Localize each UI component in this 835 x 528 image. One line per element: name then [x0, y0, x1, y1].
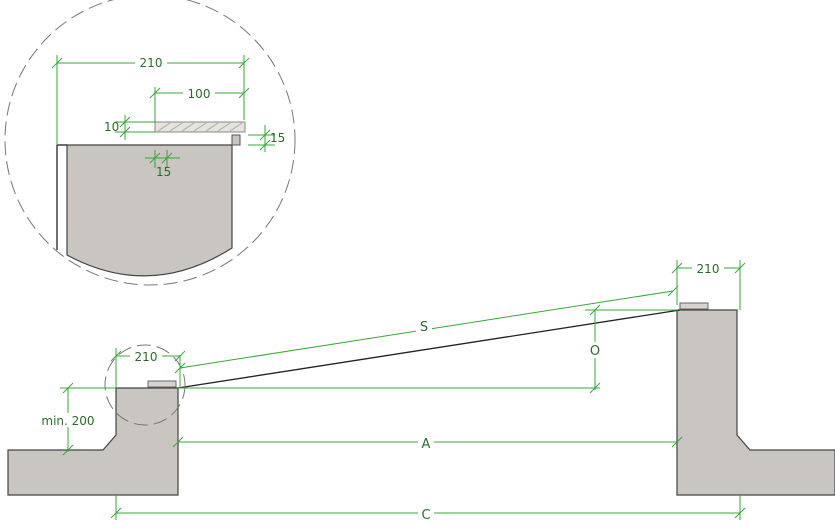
detail-dim-15-right: 15 — [270, 131, 285, 145]
label-o: O — [590, 344, 600, 359]
detail-dim-210: 210 — [140, 56, 163, 70]
label-c: C — [421, 508, 430, 523]
dim-210-left: 210 — [135, 350, 158, 364]
right-plate — [679, 302, 709, 310]
detail-support — [231, 134, 241, 146]
detail-marker-circle — [104, 344, 186, 426]
label-s: S — [420, 320, 428, 335]
dim-210-right: 210 — [697, 262, 720, 276]
detail-callout: 210 100 10 15 15 — [4, 0, 296, 286]
left-ground — [7, 387, 179, 496]
detail-concrete-block — [66, 144, 233, 277]
dim-min-200: min. 200 — [41, 414, 94, 428]
main-elevation: S O 210 210 min. 200 A — [7, 260, 835, 523]
left-plate — [147, 380, 177, 388]
ramp-line — [177, 309, 681, 389]
detail-dim-100: 100 — [188, 87, 211, 101]
right-ground — [676, 309, 835, 496]
detail-dim-15-bottom: 15 — [156, 165, 171, 179]
label-a: A — [422, 437, 431, 452]
detail-dim-10: 10 — [104, 120, 119, 134]
detail-circle — [4, 0, 296, 286]
